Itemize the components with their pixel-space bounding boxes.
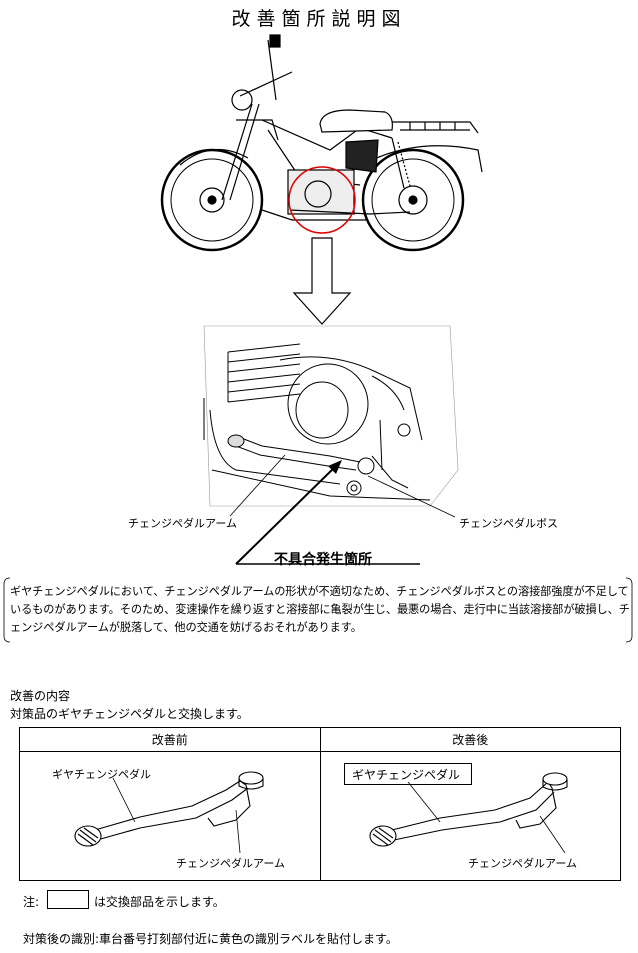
note-text: は交換部品を示します。 [94,895,225,909]
improvement-heading: 改善の内容 [10,689,71,703]
comparison-table: 改善前 改善後 [19,727,621,881]
after-cell [319,751,621,881]
after-header: 改善後 [319,727,621,752]
defect-description: ギヤチェンジペダルにおいて、チェンジペダルアームの形状が不適切なため、チェンジペ… [10,585,630,634]
identification-note: 対策後の識別:車台番号打刻部付近に黄色の識別ラベルを貼付します。 [23,932,398,946]
replacement-part-box [344,763,472,785]
before-header: 改善前 [19,727,321,752]
boss-leader-line [367,475,456,518]
improvement-text: 対策品のギヤチェンジペダルと交換します。 [10,707,249,721]
defect-bracket-left [3,577,11,643]
defect-arrow-head [328,460,342,474]
defect-location-circle [288,166,356,234]
arm-leader-line [229,454,286,517]
page-title: 改善箇所説明図 [231,8,407,30]
engine-closeup-illustration [203,325,459,507]
after-pedal-label: ギヤチェンジペダル [352,768,461,782]
label-change-pedal-boss: チェンジペダルボス [459,517,558,530]
defect-location-heading: 不具合発生箇所 [274,552,372,568]
zoom-arrow [292,237,352,325]
label-change-pedal-arm: チェンジペダルアーム [128,517,238,530]
defect-bracket-right [625,577,633,643]
before-arm-label: チェンジペダルアーム [176,857,286,870]
note-legend-box [47,890,89,909]
before-cell [19,751,321,881]
before-pedal-label: ギヤチェンジペダル [52,768,151,781]
defect-arrow-line [235,463,339,565]
after-arm-label: チェンジペダルアーム [468,857,578,870]
motorcycle-illustration [160,34,483,252]
note-prefix: 注: [23,895,40,909]
